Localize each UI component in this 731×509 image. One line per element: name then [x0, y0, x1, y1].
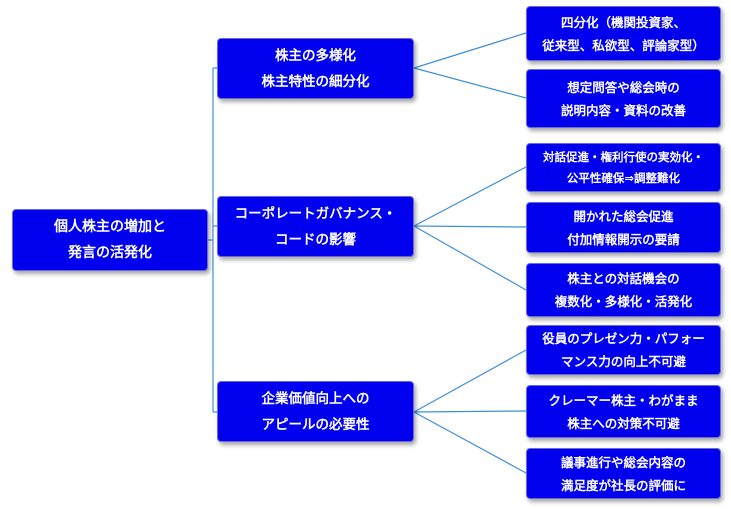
leaf-node-four-categories-line-2: 従来型、私欲型、評論家型）: [542, 37, 705, 53]
leaf-node-presentation-skills: 役員のプレゼン力・パフォー マンス力の向上不可避: [526, 325, 721, 375]
leaf-node-dialogue-promotion: 対話促進・権利行使の実効化・ 公平性確保⇒調整難化: [526, 143, 721, 192]
branch-node-diversification-line-2: 株主特性の細分化: [261, 73, 370, 90]
connector-branch-1-leaf-2: [413, 67, 527, 99]
leaf-node-dialogue-promotion-line-1: 対話促進・権利行使の実効化・: [543, 149, 704, 164]
branch-node-corporate-value: 企業価値向上への アピールの必要性: [217, 381, 414, 442]
leaf-node-claimer-shareholders-line-1: クレーマー株主・わがまま: [548, 392, 699, 408]
branch-node-governance-code-line-1: コーポレートガバナンス・: [234, 205, 397, 222]
leaf-node-open-meeting-line-1: 開かれた総会促進: [573, 208, 674, 224]
leaf-node-claimer-shareholders: クレーマー株主・わがまま 株主への対策不可避: [526, 385, 721, 438]
branch-node-diversification-line-1: 株主の多様化: [275, 47, 356, 64]
leaf-node-president-evaluation-line-2: 満足度が社長の評価に: [560, 477, 686, 493]
leaf-node-open-meeting-line-2: 付加情報開示の要請: [567, 231, 680, 247]
connector-branch-2-leaf-3: [413, 225, 527, 291]
connector-branch-3-leaf-1: [413, 349, 527, 413]
leaf-node-four-categories-line-1: 四分化（機関投資家、: [560, 14, 686, 30]
root-node: 個人株主の増加と 発言の活発化: [12, 209, 208, 271]
root-node-line-1: 個人株主の増加と: [54, 219, 166, 235]
leaf-node-open-meeting: 開かれた総会促進 付加情報開示の要請: [526, 202, 721, 253]
leaf-node-president-evaluation-line-1: 議事進行や総会内容の: [560, 454, 686, 470]
branch-node-governance-code-line-2: コードの影響: [274, 231, 356, 248]
connector-branch-2-leaf-1: [413, 166, 527, 227]
connector-branch-3-leaf-2: [413, 410, 527, 413]
connector-branch-3-leaf-3: [413, 411, 527, 474]
leaf-node-claimer-shareholders-line-2: 株主への対策不可避: [567, 415, 680, 431]
branch-node-governance-code: コーポレートガバナンス・ コードの影響: [217, 196, 414, 257]
leaf-node-presentation-skills-line-1: 役員のプレゼン力・パフォー: [542, 331, 705, 346]
leaf-node-four-categories: 四分化（機関投資家、 従来型、私欲型、評論家型）: [526, 6, 721, 61]
leaf-node-dialogue-opportunities: 株主との対話機会の 複数化・多様化・活発化: [526, 263, 721, 317]
leaf-node-dialogue-opportunities-line-2: 複数化・多様化・活発化: [554, 294, 693, 309]
leaf-node-qa-improvement-line-2: 説明内容・資料の改善: [560, 102, 686, 118]
leaf-node-presentation-skills-line-2: マンス力の向上不可避: [561, 354, 686, 369]
connector-branch-2-leaf-2: [413, 225, 527, 228]
leaf-node-dialogue-promotion-line-2: 公平性確保⇒調整難化: [566, 170, 681, 185]
leaf-node-qa-improvement-line-1: 想定問答や総会時の: [567, 79, 680, 95]
root-node-line-2: 発言の活発化: [68, 245, 152, 261]
branch-node-corporate-value-line-2: アピールの必要性: [261, 416, 370, 433]
connector-branch-1-leaf-1: [413, 32, 527, 69]
leaf-node-qa-improvement: 想定問答や総会時の 説明内容・資料の改善: [526, 69, 721, 128]
leaf-node-president-evaluation: 議事進行や総会内容の 満足度が社長の評価に: [526, 448, 721, 499]
branch-node-diversification: 株主の多様化 株主特性の細分化: [217, 38, 414, 99]
leaf-node-dialogue-opportunities-line-1: 株主との対話機会の: [567, 271, 680, 286]
branch-node-corporate-value-line-1: 企業価値向上への: [261, 390, 370, 407]
